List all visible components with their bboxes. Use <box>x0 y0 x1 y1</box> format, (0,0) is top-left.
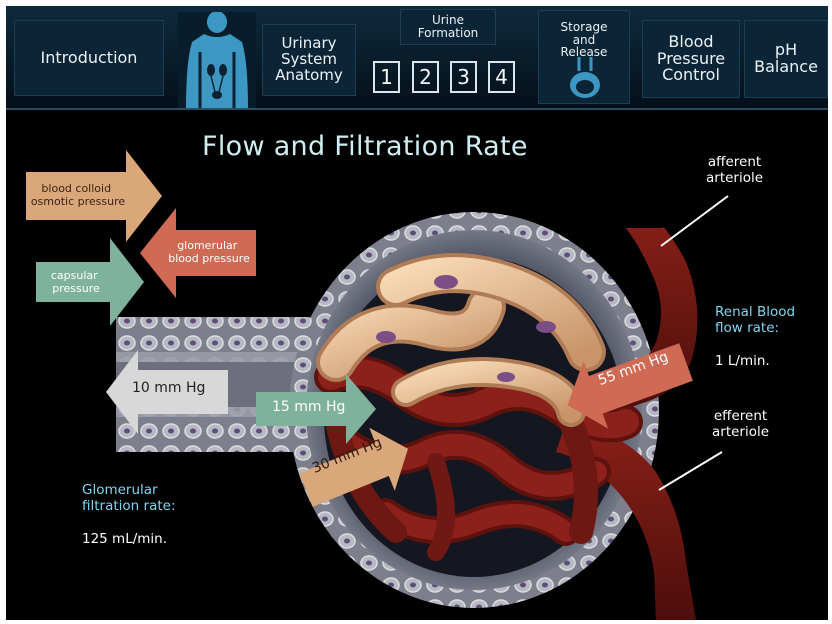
urine-step-3-button[interactable]: 3 <box>450 61 477 93</box>
glomerulus-scene: blood colloid osmotic pressure glomerula… <box>6 112 828 620</box>
nav-introduction-button[interactable]: Introduction <box>14 20 164 96</box>
nav-blood-pressure-label: Blood Pressure Control <box>657 34 725 84</box>
urine-step-4-button[interactable]: 4 <box>488 61 515 93</box>
nav-urine-formation-button[interactable]: Urine Formation <box>400 9 496 45</box>
urine-step-2-button[interactable]: 2 <box>412 61 439 93</box>
label-15mmhg: 15 mm Hg <box>272 399 345 415</box>
page-title: Flow and Filtration Rate <box>202 131 528 162</box>
renal-blood-flow-block: Renal Blood flow rate: 1 L/min. <box>715 288 795 385</box>
nav-storage-release-button[interactable]: Storage and Release <box>538 10 630 104</box>
bladder-icon <box>569 57 601 103</box>
svg-text:capsular pressure: capsular pressure <box>51 269 101 295</box>
human-torso-icon <box>178 12 256 108</box>
nav-urinary-anatomy-label: Urinary System Anatomy <box>275 36 343 83</box>
gfr-value: 125 mL/min. <box>82 531 176 547</box>
nav-storage-release-label: Storage and Release <box>561 21 608 59</box>
capsular-pressure-arrow: capsular pressure <box>36 238 144 326</box>
svg-text:glomerular blood pre: glomerular blood pressure <box>168 239 250 265</box>
blood-colloid-line1: blood colloid <box>41 182 111 195</box>
svg-text:blood colloid osmoti: blood colloid osmotic pressure <box>31 182 126 208</box>
body-silhouette-icon[interactable] <box>178 12 256 108</box>
renal-blood-flow-label: Renal Blood flow rate: <box>715 304 795 336</box>
gfr-label: Glomerular filtration rate: <box>82 482 176 514</box>
efferent-pointer-line <box>659 452 722 490</box>
nav-urinary-anatomy-button[interactable]: Urinary System Anatomy <box>262 24 356 96</box>
glomerular-bp-arrow: glomerular blood pressure <box>140 208 256 298</box>
urine-step-1-button[interactable]: 1 <box>373 61 400 93</box>
app-window: Introduction Urinary System Anatomy Urin… <box>6 6 828 620</box>
efferent-arteriole-label: efferent arteriole <box>712 408 769 440</box>
afferent-pointer-line <box>661 196 728 246</box>
nav-introduction-label: Introduction <box>41 50 138 67</box>
afferent-arteriole-label: afferent arteriole <box>706 154 763 186</box>
blood-colloid-arrow: blood colloid osmotic pressure <box>26 150 162 242</box>
renal-blood-flow-value: 1 L/min. <box>715 353 795 369</box>
label-10mmhg: 10 mm Hg <box>132 380 205 396</box>
nav-blood-pressure-button[interactable]: Blood Pressure Control <box>642 20 740 98</box>
nav-urine-formation-label: Urine Formation <box>418 14 479 39</box>
gfr-block: Glomerular filtration rate: 125 mL/min. <box>82 466 176 563</box>
nav-ph-balance-label: pH Balance <box>754 42 818 76</box>
nav-ph-balance-button[interactable]: pH Balance <box>744 20 828 98</box>
top-navigation-bar: Introduction Urinary System Anatomy Urin… <box>6 6 828 110</box>
